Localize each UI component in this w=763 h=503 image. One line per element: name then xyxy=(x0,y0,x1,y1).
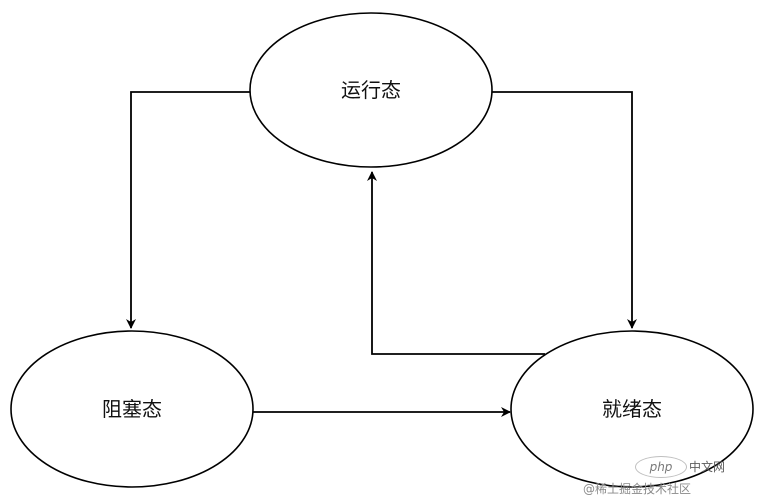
watermark: php 中文网 @稀土掘金技术社区 xyxy=(583,452,761,500)
node-running-label: 运行态 xyxy=(341,78,401,102)
edge-running-to-blocked xyxy=(126,91,250,329)
node-blocked: 阻塞态 xyxy=(10,330,254,488)
node-blocked-label: 阻塞态 xyxy=(102,397,162,421)
node-ready-shape xyxy=(510,330,754,488)
watermark-credit: @稀土掘金技术社区 xyxy=(583,482,692,496)
node-ready-label: 就绪态 xyxy=(602,397,662,421)
edge-ready-to-running xyxy=(367,171,545,355)
node-running-shape xyxy=(249,12,493,168)
node-running: 运行态 xyxy=(249,12,493,168)
php-logo: php xyxy=(635,456,687,478)
node-blocked-shape xyxy=(10,330,254,488)
edge-running-to-ready xyxy=(491,91,637,329)
node-ready: 就绪态 xyxy=(510,330,754,488)
watermark-site-text: 中文网 xyxy=(689,460,726,474)
